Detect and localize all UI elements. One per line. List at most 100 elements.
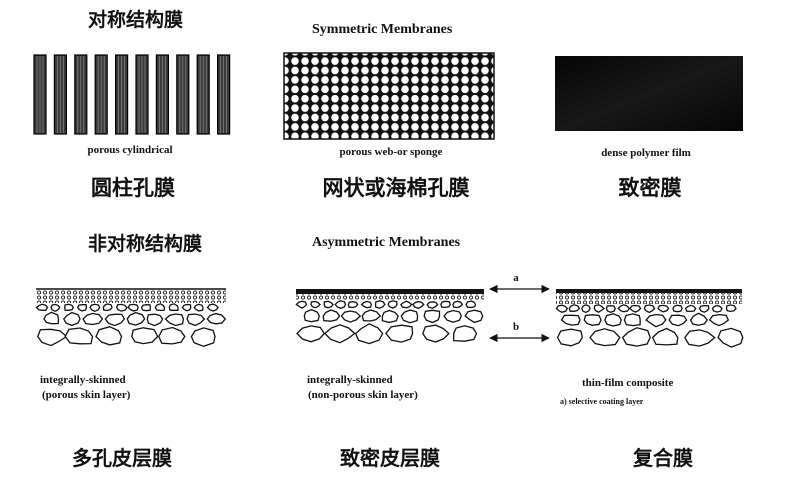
pore-cell [689,312,709,326]
marker-a-label: a [513,272,519,284]
pore-cell [126,311,146,326]
pore-cell [711,304,723,313]
pore-cell [381,309,399,324]
pore-cell [206,312,227,325]
dense-film-block [555,56,743,131]
pore-cell [168,303,179,311]
pore-cell [181,303,192,312]
selective-coating-layer [556,289,742,293]
pore-cell [140,304,151,312]
pore-cell [361,309,382,322]
pore-cell [334,300,347,310]
pore-cell [64,327,94,345]
dense-caption-en: dense polymer film [601,147,691,159]
pore-cell [115,303,128,312]
pore-cell [154,303,166,312]
pore-cell [77,304,88,312]
thin-film-caption-2: a) selective coating layer [560,397,644,406]
pore-cell [556,328,583,347]
pore-cell [63,311,81,327]
pore-cell [164,313,185,327]
nonporous-skin-caption-1: integrally-skinned [307,374,393,386]
pore-cell [360,300,373,309]
pore-cell [560,314,581,326]
asymmetric-title-en: Asymmetric Membranes [312,235,461,250]
asymmetric-title-cn: 非对称结构膜 [88,232,202,255]
pore-cell [426,301,439,309]
cylindrical-caption-en: porous cylindrical [87,144,172,156]
pore-cell [643,304,656,314]
pore-cell [604,313,622,327]
marker-b-label: b [513,321,519,333]
transition-layer [296,294,484,300]
pore-cell [651,327,679,346]
pore-cell [422,324,450,343]
pore-cell [193,303,204,312]
pore-cell [623,313,641,327]
pore-cell [400,309,419,324]
pore-cell [323,300,334,309]
sponge-pore-grid [283,52,495,140]
pore-cell [593,304,606,313]
pore-cell [453,325,478,342]
pore-cell [440,300,452,309]
pore-cell [146,313,164,327]
pore-cell [131,327,159,345]
symmetric-title-cn: 对称结构膜 [88,8,183,31]
sponge-caption-cn: 网状或海棉孔膜 [323,175,470,200]
pore-cell [64,303,75,311]
pore-cell [323,324,356,344]
thin-film-composite-membrane [555,289,744,348]
sponge-caption-en: porous web-or sponge [340,146,443,158]
pore-cell [387,300,398,309]
nonporous-skin-caption-cn: 致密皮层膜 [340,446,440,470]
pore-cell [568,304,581,312]
pore-cell [464,309,484,324]
cylindrical-caption-cn: 圆柱孔膜 [91,175,175,200]
pore-cell [43,311,60,325]
pore-cell [340,310,362,323]
pore-cell [95,326,123,346]
porous-skin-caption-2: (porous skin layer) [42,389,131,401]
pore-cell [374,300,386,309]
porous-cylindrical-panel [33,54,231,135]
pore-cell [452,300,464,309]
pore-cell [89,303,101,313]
pore-cell [102,303,113,312]
pore-cell [621,327,651,347]
pore-cell [555,304,569,314]
pore-cell [206,303,219,312]
porous-skin-caption-1: integrally-skinned [40,374,126,386]
pore-cell [698,304,710,313]
pore-cell [725,304,737,313]
pore-cell [629,304,642,313]
pore-cell [583,314,602,326]
pore-cell [708,313,730,327]
pore-cell [400,300,413,309]
pore-cell [617,304,631,313]
nonporous-skin-caption-2: (non-porous skin layer) [308,389,418,401]
pore-cell [303,308,320,323]
pore-cell [354,323,384,345]
pore-cell [35,303,49,311]
pore-cell [605,305,616,313]
pore-cell [158,326,186,345]
pore-cell [127,303,139,312]
pore-cell [190,327,216,347]
nonporous-skin-membrane [295,289,484,345]
pore-cell [295,300,308,309]
pore-cell [672,304,683,313]
pore-cell [684,329,716,347]
porous-skin-layer [36,289,226,303]
pore-cell [717,327,744,348]
pore-cell [684,304,697,313]
thin-film-caption-1: thin-film composite [582,377,673,389]
pore-cell [411,300,425,310]
porous-skin-membrane [35,288,227,347]
pore-cell [347,300,359,309]
pore-cell [657,304,670,313]
pore-cell [423,309,441,324]
pore-cell [443,309,463,323]
pore-cell [668,314,688,327]
